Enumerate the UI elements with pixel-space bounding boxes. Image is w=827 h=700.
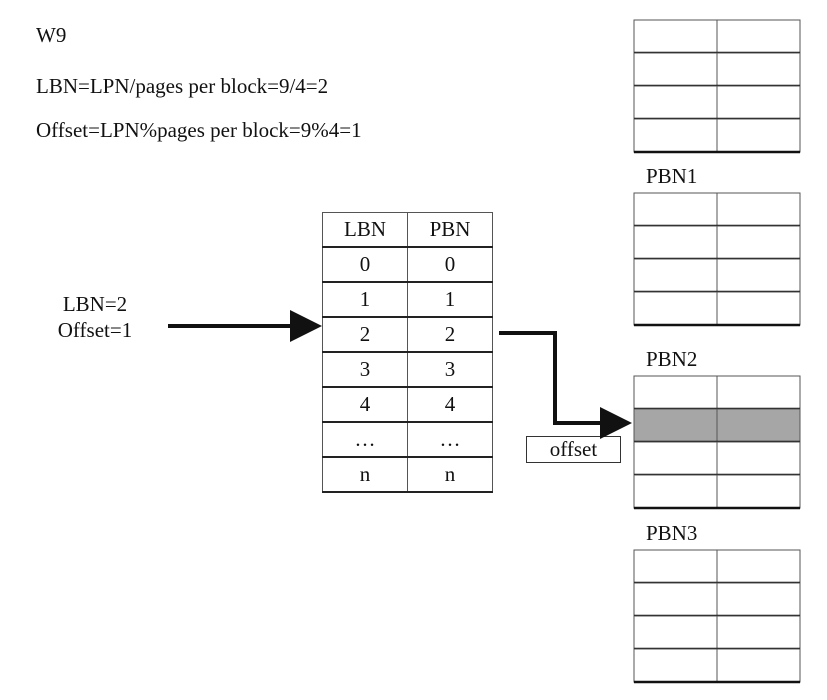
- lbn-cell: 4: [322, 386, 408, 423]
- block-label: PBN3: [646, 521, 697, 545]
- physical-block: [633, 19, 801, 154]
- lbn-formula: LBN=LPN/pages per block=9/4=2: [36, 74, 329, 98]
- block-label: PBN1: [646, 164, 697, 188]
- pbn-offset-arrow: [499, 331, 632, 439]
- pbn-cell: 0: [407, 246, 493, 283]
- pbn-cell: 1: [407, 281, 493, 318]
- pbn-column-header: PBN: [407, 212, 493, 248]
- pbn-cell: …: [407, 421, 493, 458]
- block-label: PBN2: [646, 347, 697, 371]
- input-lbn-label: LBN=2: [62, 292, 128, 316]
- lbn-cell: 0: [322, 246, 408, 283]
- lbn-cell: …: [322, 421, 408, 458]
- diagram-title: W9: [36, 23, 67, 47]
- input-offset-label: Offset=1: [57, 318, 133, 342]
- pbn-cell: 2: [407, 316, 493, 353]
- physical-block: PBN3: [633, 521, 801, 684]
- pbn-cell: n: [407, 456, 493, 493]
- table-row: ……: [322, 421, 493, 458]
- offset-label-box: offset: [526, 436, 621, 463]
- lbn-column-header: LBN: [322, 212, 408, 248]
- physical-block: PBN1: [633, 164, 801, 327]
- physical-block: PBN2: [633, 347, 801, 510]
- lbn-cell: n: [322, 456, 408, 493]
- offset-formula: Offset=LPN%pages per block=9%4=1: [36, 118, 362, 142]
